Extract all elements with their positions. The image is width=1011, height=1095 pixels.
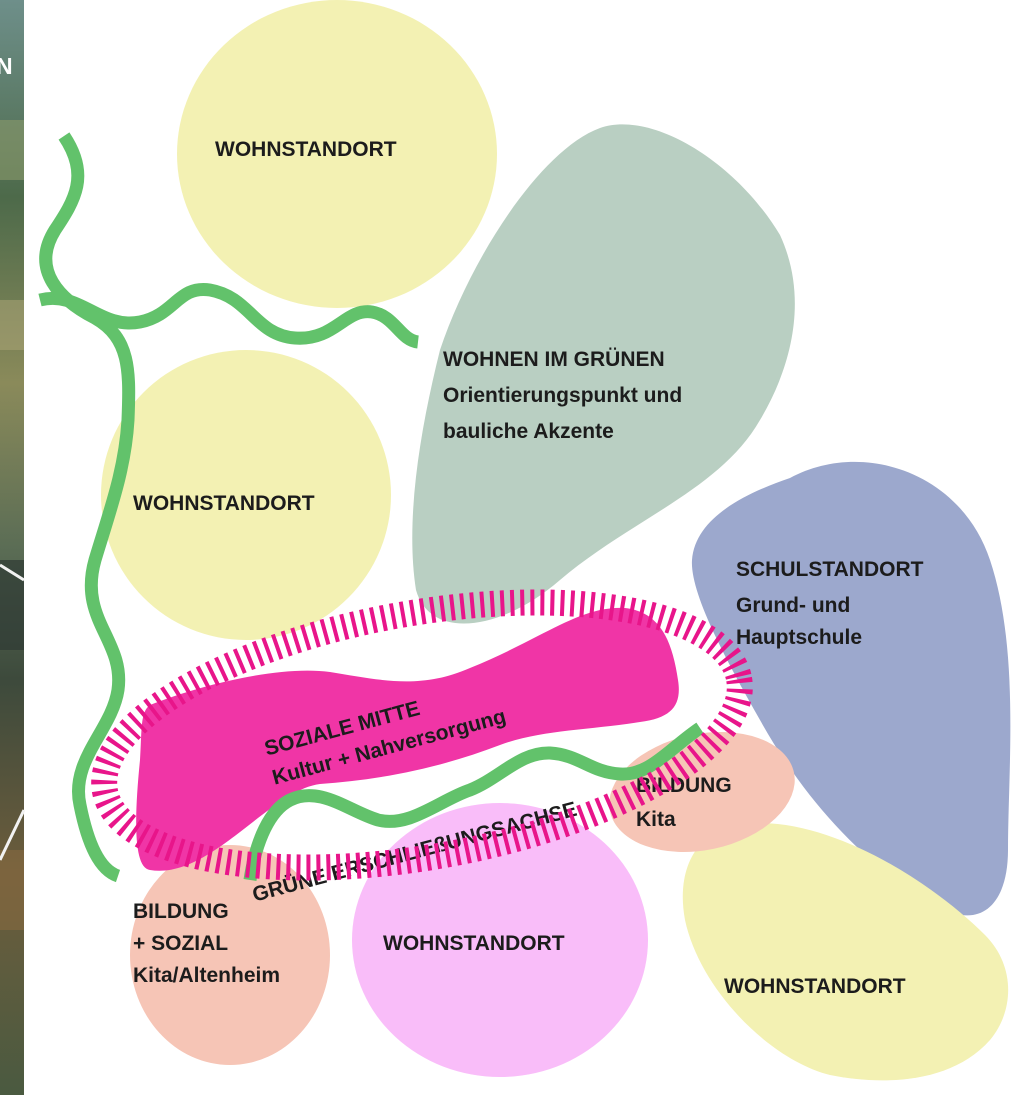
aerial-strip-label: N (0, 53, 13, 79)
zone-schulstandort-line2: Hauptschule (736, 626, 862, 649)
zone-wohnstandort-top-label: WOHNSTANDORT (215, 138, 397, 161)
zone-wohnstandort-bottom-label: WOHNSTANDORT (724, 975, 906, 998)
zone-wohnstandort-mid-label: WOHNSTANDORT (133, 492, 315, 515)
zone-bildung-sozial-line2: Kita/Altenheim (133, 964, 280, 987)
zone-bildung-sozial-line1: + SOZIAL (133, 932, 228, 955)
aerial-photo-strip: N (0, 0, 24, 1095)
zone-schulstandort-line1: Grund- und (736, 594, 850, 617)
zone-wohnstandort-top: WOHNSTANDORT (177, 0, 497, 308)
zone-wohnen-im-gruenen-line1: Orientierungspunkt und (443, 384, 682, 407)
zone-wohnen-im-gruenen-title: WOHNEN IM GRÜNEN (443, 348, 665, 371)
zone-bildung-kita-line1: Kita (636, 808, 676, 831)
zone-wohnstandort-pink: WOHNSTANDORT (352, 803, 648, 1077)
zone-schulstandort-title: SCHULSTANDORT (736, 558, 924, 581)
zone-soziale-mitte: SOZIALE MITTE Kultur + Nahversorgung (136, 608, 679, 871)
zone-wohnstandort-pink-label: WOHNSTANDORT (383, 932, 565, 955)
zone-bildung-sozial-title: BILDUNG (133, 900, 229, 923)
zone-wohnen-im-gruenen-line2: bauliche Akzente (443, 420, 614, 443)
zone-wohnstandort-mid: WOHNSTANDORT (101, 350, 391, 640)
